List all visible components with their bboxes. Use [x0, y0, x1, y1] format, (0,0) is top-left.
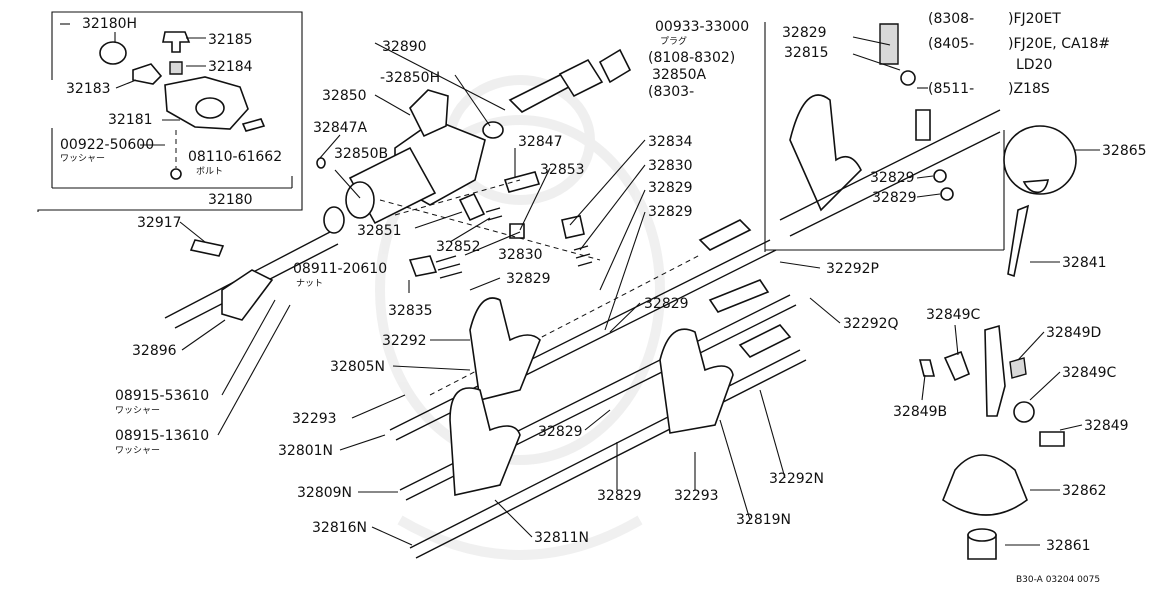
- label-32829-e: 32829: [538, 424, 583, 440]
- label-model-z18s: )Z18S: [1008, 81, 1050, 97]
- inset-shifter-box: [37, 11, 303, 212]
- label-32850A: 32850A: [652, 67, 707, 83]
- watermark-logo: [375, 75, 665, 560]
- o-ring: [99, 41, 127, 65]
- label-32183: 32183: [66, 81, 111, 97]
- label-32180: 32180: [208, 192, 253, 208]
- label-32829-c: 32829: [506, 271, 551, 287]
- label-range-8303: (8303-: [648, 84, 694, 100]
- part-labels: 32180H 32185 32184 32183 32181 00922-506…: [60, 11, 1147, 585]
- label-32811N: 32811N: [534, 530, 589, 546]
- label-32180H: 32180H: [82, 16, 137, 32]
- label-32184: 32184: [208, 59, 253, 75]
- shift-cover-assembly: [316, 48, 632, 279]
- bolt-part: [241, 118, 266, 132]
- label-08911-20610: 08911-20610: [293, 261, 387, 277]
- label-model-fj20et: )FJ20ET: [1008, 11, 1061, 27]
- label-32829-b: 32829: [648, 204, 693, 220]
- label-32851: 32851: [357, 223, 402, 239]
- label-range-8405: (8405-: [928, 36, 974, 52]
- label-32853: 32853: [540, 162, 585, 178]
- shift-knob: [1003, 125, 1077, 195]
- label-32847A: 32847A: [313, 120, 368, 136]
- label-32849C-b: 32849C: [1062, 365, 1117, 381]
- label-32850B: 32850B: [334, 146, 388, 162]
- label-08915-13610: 08915-13610: [115, 428, 209, 444]
- label-32849D: 32849D: [1046, 325, 1101, 341]
- label-32830-b: 32830: [498, 247, 543, 263]
- shift-forks: [189, 219, 792, 496]
- washer-part: [170, 168, 182, 180]
- label-32849C-a: 32849C: [926, 307, 981, 323]
- label-washer-jp-2: ワッシャー: [115, 406, 160, 416]
- plug-ring: [598, 48, 632, 84]
- label-32293-b: 32293: [674, 488, 719, 504]
- label-32847: 32847: [518, 134, 563, 150]
- label-model-fj20e-ca18: )FJ20E, CA18#: [1008, 36, 1110, 52]
- label-32861: 32861: [1046, 538, 1091, 554]
- label-32829-d: 32829: [644, 296, 689, 312]
- label-32852: 32852: [436, 239, 481, 255]
- label-32181: 32181: [108, 112, 153, 128]
- bracket-part: [132, 63, 163, 85]
- label-32830-a: 32830: [648, 158, 693, 174]
- label-32815: 32815: [784, 45, 829, 61]
- leader-lines: [60, 23, 1100, 546]
- label-32293-a: 32293: [292, 411, 337, 427]
- label-range-8308: (8308-: [928, 11, 974, 27]
- label-32292: 32292: [382, 333, 427, 349]
- label-32292P: 32292P: [826, 261, 879, 277]
- shift-lever-assembly: [918, 125, 1077, 560]
- label-32292N: 32292N: [769, 471, 824, 487]
- shift-boot: [942, 454, 1028, 516]
- label-range-8511: (8511-: [928, 81, 974, 97]
- label-08110-61662: 08110-61662: [188, 149, 282, 165]
- label-32801N: 32801N: [278, 443, 333, 459]
- label-plug-jp: プラグ: [660, 35, 687, 47]
- label-32829-g: 32829: [782, 25, 827, 41]
- label-32829-i: 32829: [872, 190, 917, 206]
- label-32835: 32835: [388, 303, 433, 319]
- label-32834: 32834: [648, 134, 693, 150]
- label-32185: 32185: [208, 32, 253, 48]
- label-32809N: 32809N: [297, 485, 352, 501]
- label-00922-50600: 00922-50600: [60, 137, 154, 153]
- label-washer-jp-1: ワッシャー: [60, 154, 105, 164]
- label-32896: 32896: [132, 343, 177, 359]
- label-32865: 32865: [1102, 143, 1147, 159]
- label-00933-33000: 00933-33000: [655, 19, 749, 35]
- label-32850H: -32850H: [380, 70, 440, 86]
- label-model-ld20: LD20: [1016, 57, 1052, 73]
- spring-part: [169, 61, 183, 75]
- label-bolt-jp: ボルト: [196, 166, 223, 177]
- label-32292Q: 32292Q: [843, 316, 899, 332]
- label-32850: 32850: [322, 88, 367, 104]
- inset-shift-arm-box: [764, 22, 1005, 252]
- label-32816N: 32816N: [312, 520, 367, 536]
- label-32829-f: 32829: [597, 488, 642, 504]
- label-nut-jp: ナット: [296, 278, 323, 289]
- label-32829-h: 32829: [870, 170, 915, 186]
- label-08915-53610: 08915-53610: [115, 388, 209, 404]
- label-32805N: 32805N: [330, 359, 385, 375]
- label-32890: 32890: [382, 39, 427, 55]
- label-32917: 32917: [137, 215, 182, 231]
- pin-part: [162, 31, 191, 53]
- label-32819N: 32819N: [736, 512, 791, 528]
- label-32829-a: 32829: [648, 180, 693, 196]
- label-range-8108-8302: (8108-8302): [648, 50, 735, 66]
- label-32862: 32862: [1062, 483, 1107, 499]
- label-reference-code: B30-A 03204 0075: [1016, 575, 1100, 585]
- label-32849: 32849: [1084, 418, 1129, 434]
- label-32849B: 32849B: [893, 404, 947, 420]
- label-washer-jp-3: ワッシャー: [115, 446, 160, 456]
- label-32841: 32841: [1062, 255, 1107, 271]
